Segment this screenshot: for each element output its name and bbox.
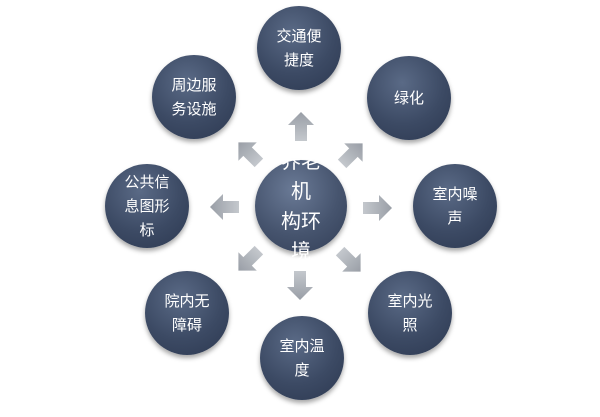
node-noise: 室内噪 声 xyxy=(413,164,497,248)
arrow-up-left xyxy=(238,142,264,168)
center-node: 养老机 构环境 xyxy=(255,149,347,263)
arrow-up xyxy=(288,112,314,141)
node-lighting: 室内光 照 xyxy=(368,271,452,355)
node-signage: 公共信 息图形 标 xyxy=(105,164,189,248)
arrow-right xyxy=(363,195,392,221)
arrow-down xyxy=(287,271,313,300)
arrow-up-right xyxy=(337,143,363,169)
node-temperature: 室内温 度 xyxy=(260,316,344,400)
arrow-down-left xyxy=(238,245,264,271)
arrow-left xyxy=(210,194,239,220)
node-traffic: 交通便 捷度 xyxy=(257,6,341,90)
node-greening: 绿化 xyxy=(367,56,451,140)
arrow-down-right xyxy=(335,246,361,272)
node-services: 周边服 务设施 xyxy=(152,55,236,139)
node-barrier-free: 院内无 障碍 xyxy=(145,271,229,355)
